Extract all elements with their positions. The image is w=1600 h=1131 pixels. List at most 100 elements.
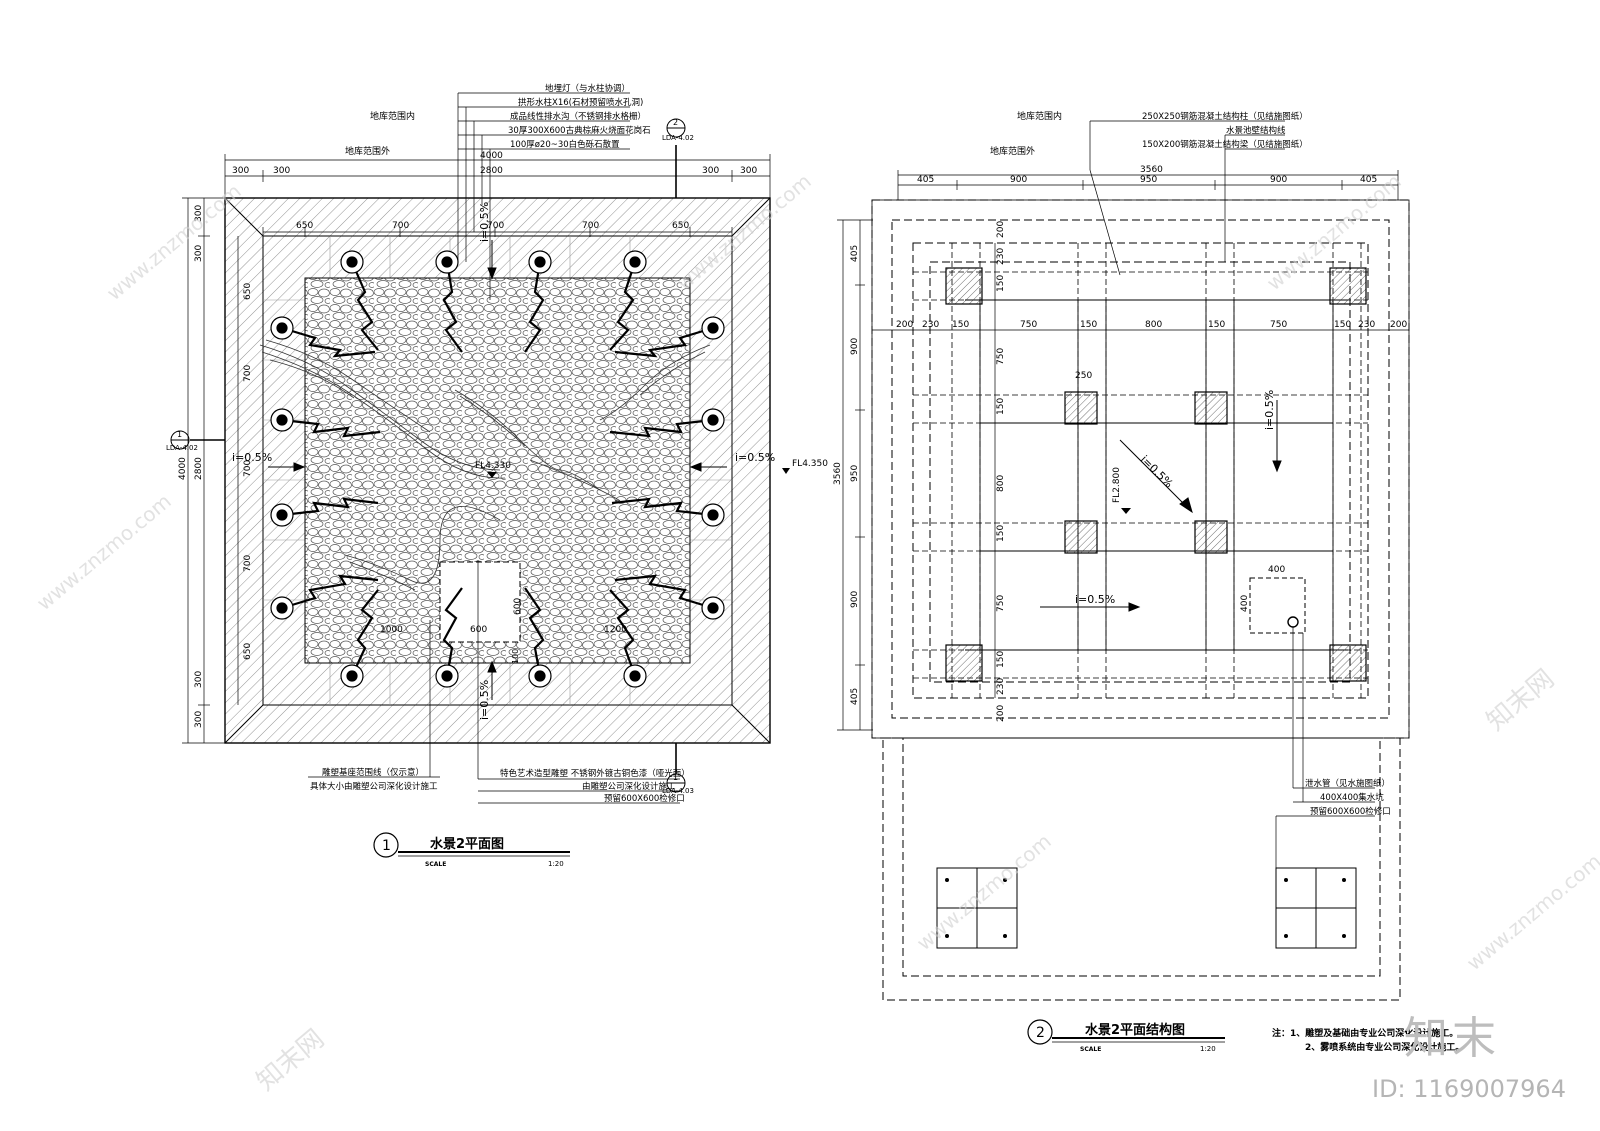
svg-text:230: 230 [1358,320,1375,330]
svg-text:650: 650 [243,283,253,300]
svg-text:300: 300 [194,671,204,688]
plan-1: i=0.5% i=0.5% i=0.5% i=0.5% FL4.330 FL4.… [166,83,828,868]
section-ref-top: 2 LDA-4.02 [662,118,694,198]
svg-text:LDA-4.02: LDA-4.02 [166,444,198,452]
svg-text:300: 300 [232,166,249,176]
svg-text:1: 1 [382,838,391,854]
svg-text:1000: 1000 [380,625,403,635]
dim-total-top: 4000 [480,151,503,161]
svg-text:230: 230 [922,320,939,330]
svg-text:150: 150 [1208,320,1225,330]
note-top-1: 地埋灯（与水柱协调） [545,83,630,94]
slope-label-right: i=0.5% [1263,390,1276,430]
sculpture [259,339,711,591]
note2-bottom-1: 泄水管（见水施图纸） [1305,778,1390,789]
svg-text:150: 150 [996,525,1006,542]
dim-total-plan2: 3560 [1140,165,1163,175]
svg-text:700: 700 [243,555,253,572]
svg-text:900: 900 [850,338,860,355]
svg-text:405: 405 [850,245,860,262]
svg-text:750: 750 [996,348,1006,365]
slope-label-right: i=0.5% [735,451,775,464]
svg-text:700: 700 [582,221,599,231]
note-top-5: 100厚ø20~30白色砾石散置 [510,139,620,150]
title-block-2: 2 水景2平面结构图 SCALE 1:20 [1027,1019,1225,1053]
svg-text:950: 950 [1140,175,1157,185]
general-note-2: 2、雾喷系统由专业公司深化设计施工。 [1305,1041,1464,1053]
svg-text:405: 405 [917,175,934,185]
svg-text:650: 650 [243,643,253,660]
svg-text:600: 600 [513,598,523,615]
title-plan-2: 水景2平面结构图 [1085,1022,1185,1038]
note-bottom-left-2: 具体大小由雕塑公司深化设计施工 [310,781,438,792]
note2-top-2: 水景池壁结构线 [1226,125,1286,136]
watermark-logo: 知末 [1404,1013,1500,1064]
svg-text:900: 900 [1010,175,1027,185]
note-bottom-mid-3: 预留600X600检修口 [604,793,685,804]
level-right: FL4.350 [792,459,828,469]
svg-text:LDA-4.02: LDA-4.02 [662,134,694,142]
zone2-label-outside: 地库范围外 [990,145,1035,157]
svg-text:2: 2 [1036,1025,1045,1041]
svg-text:150: 150 [1334,320,1351,330]
note-bottom-mid-1: 特色艺术造型雕塑 不锈钢外镀古铜色漆（哑光面） [500,768,690,779]
svg-text:150: 150 [952,320,969,330]
svg-text:405: 405 [850,688,860,705]
svg-text:400: 400 [1268,565,1285,575]
svg-text:230: 230 [996,678,1006,695]
note-top-3: 成品线性排水沟（不锈钢排水格栅） [510,111,646,122]
pool-wall-outline [871,199,1410,739]
svg-text:650: 650 [672,221,689,231]
svg-text:300: 300 [702,166,719,176]
svg-text:150: 150 [996,398,1006,415]
note2-top-1: 250X250钢筋混凝土结构柱（见结施图纸） [1142,111,1308,122]
watermark-id: ID: 1169007964 [1372,1075,1566,1103]
note2-bottom-3: 预留600X600检修口 [1310,806,1391,817]
svg-text:600: 600 [470,625,487,635]
svg-text:200: 200 [996,705,1006,722]
note-top-4: 30厚300X600古典棕麻火烧面花岗石 [508,125,651,136]
svg-text:250: 250 [1075,371,1092,381]
svg-text:800: 800 [1145,320,1162,330]
svg-text:950: 950 [850,465,860,482]
note2-bottom-2: 400X400集水坑 [1320,792,1384,803]
svg-text:1:20: 1:20 [548,860,564,868]
svg-text:300: 300 [194,205,204,222]
sump-pit [1249,577,1306,634]
svg-text:300: 300 [740,166,757,176]
svg-text:900: 900 [850,591,860,608]
svg-text:150: 150 [1080,320,1097,330]
svg-text:1: 1 [177,430,182,439]
level-center: FL4.330 [475,461,511,471]
svg-text:800: 800 [996,475,1006,492]
svg-text:2800: 2800 [194,457,204,480]
svg-text:100: 100 [511,649,520,664]
slope-label-bottom: i=0.5% [1075,593,1115,606]
water-jets [281,261,714,677]
svg-text:700: 700 [392,221,409,231]
svg-text:750: 750 [996,595,1006,612]
zone-label-inside: 地库范围内 [370,110,415,122]
svg-text:700: 700 [243,460,253,477]
svg-text:300: 300 [194,711,204,728]
svg-text:650: 650 [296,221,313,231]
svg-text:2: 2 [673,118,678,127]
svg-text:700: 700 [243,365,253,382]
svg-text:200: 200 [996,221,1006,238]
svg-text:230: 230 [996,248,1006,265]
svg-text:4000: 4000 [178,457,188,480]
slope-label-left: i=0.5% [232,451,272,464]
svg-text:150: 150 [996,651,1006,668]
inspection-opening [439,561,521,643]
svg-text:1: 1 [673,773,678,782]
svg-text:300: 300 [194,245,204,262]
svg-text:300: 300 [273,166,290,176]
zone-label-outside: 地库范围外 [345,145,390,157]
note2-top-3: 150X200钢筋混凝土结构梁（见结施图纸） [1142,139,1308,150]
section-ref-left: 1 LDA-4.02 [166,430,225,452]
svg-text:1200: 1200 [604,625,627,635]
svg-text:750: 750 [1020,320,1037,330]
zone2-label-inside: 地库范围内 [1017,110,1062,122]
title-plan-1: 水景2平面图 [430,836,504,852]
slope-label-diag: i=0.5% [1138,453,1176,491]
